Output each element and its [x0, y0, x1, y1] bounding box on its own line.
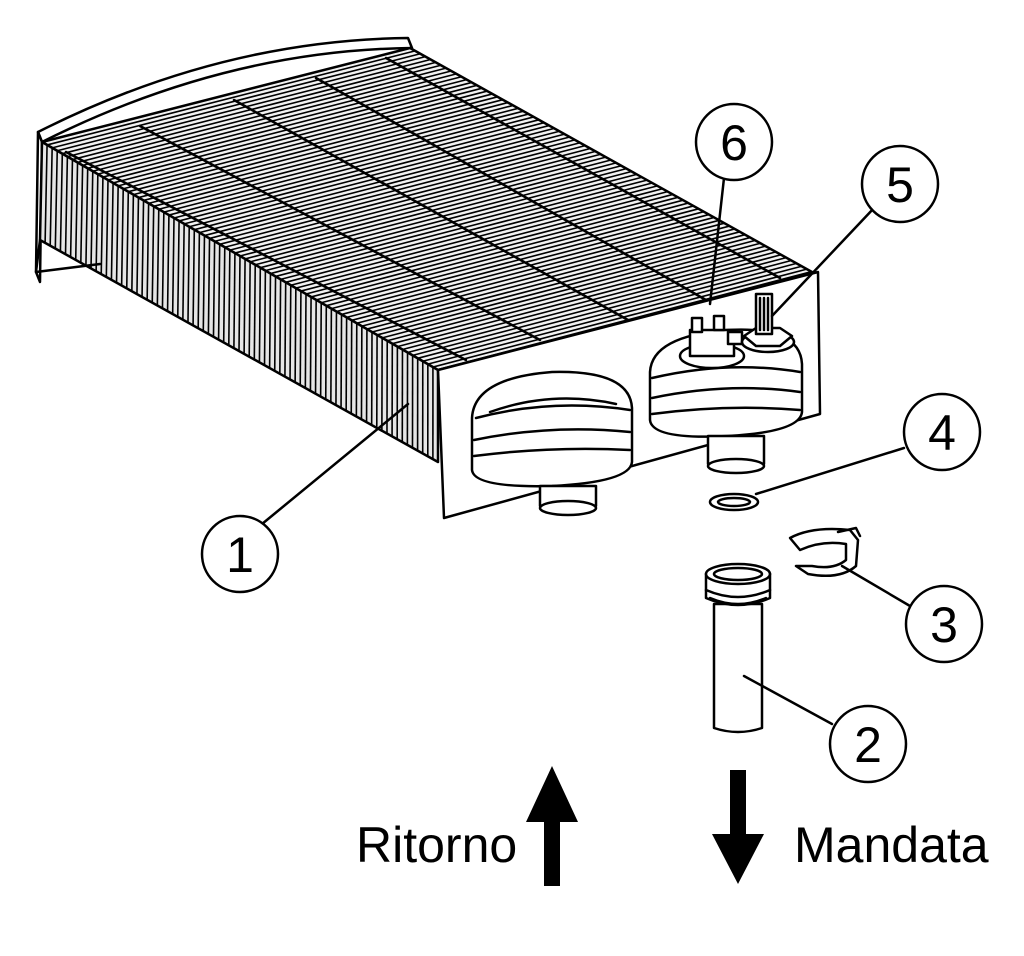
top-tubes	[64, 56, 782, 362]
callout-5-number: 5	[886, 157, 914, 213]
callout-2: 2	[828, 704, 908, 784]
delivery-flow: Mandata	[712, 770, 989, 884]
return-flow: Ritorno	[356, 766, 578, 886]
callout-3: 3	[904, 584, 984, 664]
callout-4-number: 4	[928, 405, 956, 461]
leader-line-4	[754, 446, 906, 496]
delivery-pipe	[704, 562, 772, 734]
o-ring-seal	[708, 492, 760, 512]
callout-2-number: 2	[854, 717, 882, 773]
down-arrow-icon	[712, 770, 764, 884]
leader-line-5	[770, 206, 876, 318]
leader-line-2	[742, 674, 834, 726]
callout-6-number: 6	[720, 115, 748, 171]
return-label: Ritorno	[356, 817, 517, 873]
limit-thermostat	[740, 292, 796, 354]
delivery-label: Mandata	[794, 817, 989, 873]
callout-1: 1	[200, 514, 280, 594]
callout-5: 5	[860, 144, 940, 224]
return-header	[470, 370, 634, 517]
leader-line-1	[260, 402, 410, 526]
up-arrow-icon	[526, 766, 578, 886]
heat-exchanger-body	[34, 36, 822, 520]
callout-1-number: 1	[226, 527, 254, 583]
leader-lines	[260, 176, 912, 726]
side-fins	[44, 144, 434, 460]
callout-4: 4	[902, 392, 982, 472]
leader-line-6	[708, 176, 726, 306]
retaining-clip	[788, 526, 862, 577]
leader-line-3	[840, 564, 912, 608]
callout-6: 6	[694, 102, 774, 182]
callout-3-number: 3	[930, 597, 958, 653]
